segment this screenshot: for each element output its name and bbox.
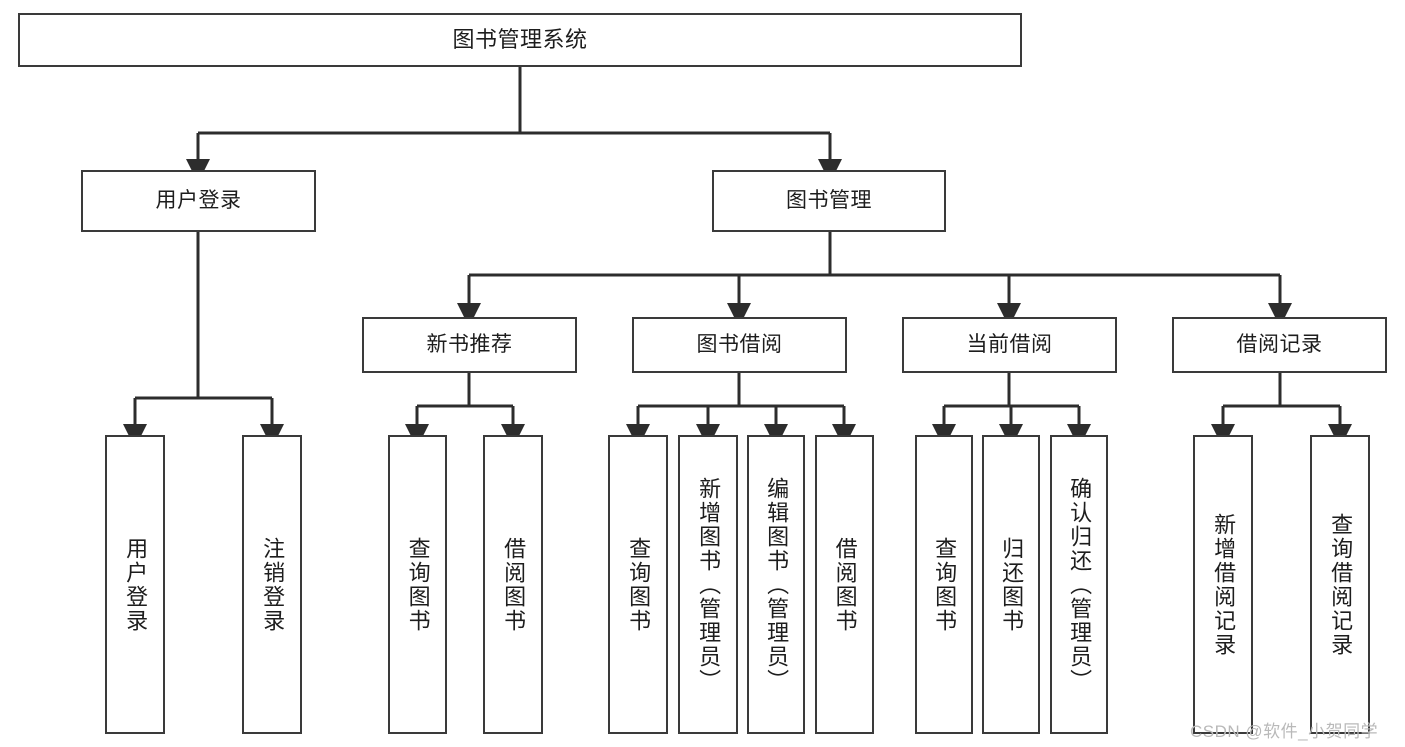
node-label: 用户登录 xyxy=(155,188,242,212)
leaf-current-return-book[interactable]: 归还图书 xyxy=(982,435,1040,734)
leaf-user-login-signout[interactable]: 注销登录 xyxy=(242,435,302,734)
node-label: 新增图书（管理员） xyxy=(696,476,722,693)
node-label: 编辑图书（管理员） xyxy=(764,476,790,693)
node-label: 借阅记录 xyxy=(1236,332,1323,356)
leaf-borrow-edit-book[interactable]: 编辑图书（管理员） xyxy=(747,435,805,734)
node-current-borrow[interactable]: 当前借阅 xyxy=(902,317,1117,373)
node-label: 图书管理系统 xyxy=(452,27,588,53)
node-label: 用户登录 xyxy=(123,536,149,633)
node-user-login[interactable]: 用户登录 xyxy=(81,170,316,232)
node-label: 新书推荐 xyxy=(426,332,513,356)
leaf-borrow-query-book[interactable]: 查询图书 xyxy=(608,435,668,734)
node-label: 注销登录 xyxy=(260,536,286,633)
node-book-borrow[interactable]: 图书借阅 xyxy=(632,317,847,373)
leaf-current-query-book[interactable]: 查询图书 xyxy=(915,435,973,734)
node-label: 确认归还（管理员） xyxy=(1067,476,1093,693)
node-label: 借阅图书 xyxy=(501,536,527,633)
node-label: 归还图书 xyxy=(999,536,1025,633)
leaf-borrow-borrow-book[interactable]: 借阅图书 xyxy=(815,435,874,734)
node-label: 当前借阅 xyxy=(966,332,1053,356)
node-new-book-recommend[interactable]: 新书推荐 xyxy=(362,317,577,373)
node-label: 查询图书 xyxy=(405,536,431,633)
node-label: 查询借阅记录 xyxy=(1328,512,1354,657)
node-book-management[interactable]: 图书管理 xyxy=(712,170,946,232)
node-root-system[interactable]: 图书管理系统 xyxy=(18,13,1022,67)
leaf-record-query-record[interactable]: 查询借阅记录 xyxy=(1310,435,1370,734)
leaf-borrow-add-book[interactable]: 新增图书（管理员） xyxy=(678,435,738,734)
leaf-recommend-query-book[interactable]: 查询图书 xyxy=(388,435,447,734)
node-label: 图书借阅 xyxy=(696,332,783,356)
leaf-record-add-record[interactable]: 新增借阅记录 xyxy=(1193,435,1253,734)
leaf-recommend-borrow-book[interactable]: 借阅图书 xyxy=(483,435,543,734)
leaf-current-confirm-return[interactable]: 确认归还（管理员） xyxy=(1050,435,1108,734)
watermark: CSDN @软件_小贺同学 xyxy=(1190,722,1379,741)
node-label: 借阅图书 xyxy=(832,536,858,633)
node-label: 新增借阅记录 xyxy=(1211,512,1237,657)
node-label: 查询图书 xyxy=(932,536,958,633)
leaf-user-login-signin[interactable]: 用户登录 xyxy=(105,435,165,734)
node-borrow-record[interactable]: 借阅记录 xyxy=(1172,317,1387,373)
node-label: 图书管理 xyxy=(786,188,872,212)
node-label: 查询图书 xyxy=(626,536,652,633)
